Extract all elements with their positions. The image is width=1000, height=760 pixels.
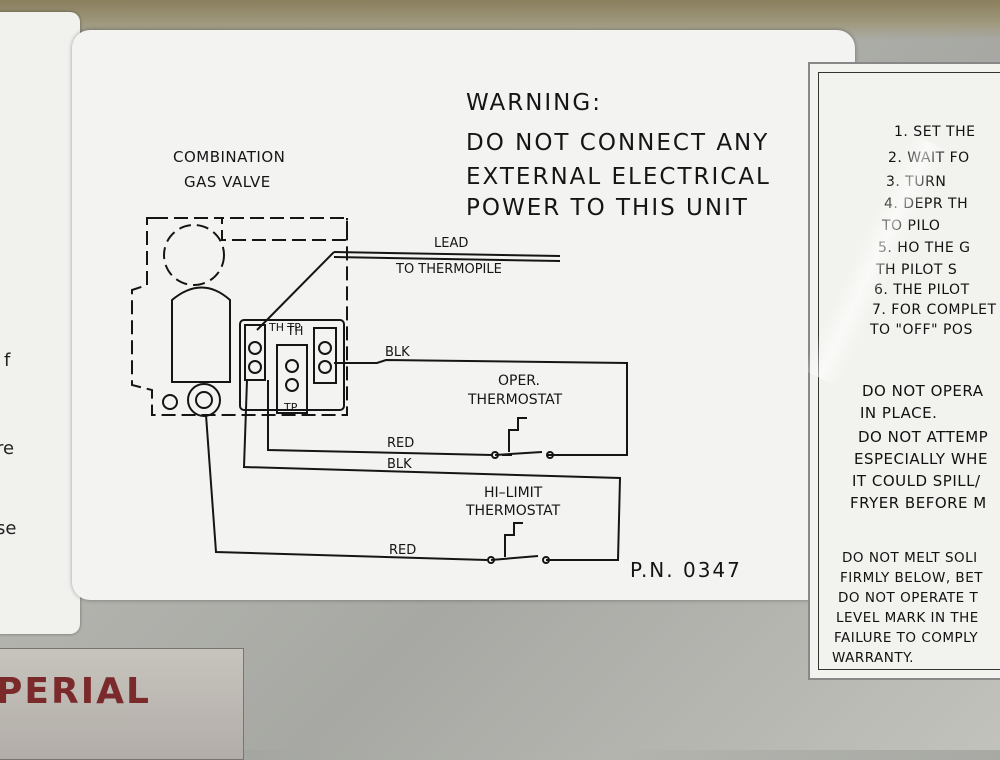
warning-line: POWER TO THIS UNIT [466,195,749,221]
warning-text: ESPECIALLY WHE [854,450,988,468]
warning-text: DO NOT MELT SOLI [842,550,978,566]
gas-valve-outline [131,217,348,417]
part-number: P.N. 0347 [630,558,742,582]
oper-thermostat-label: OPER. [498,373,540,389]
instruction-step: TH PILOT S [876,262,958,278]
hi-limit-label: HI–LIMIT [484,485,543,501]
wiring [205,358,628,564]
warning-text: DO NOT OPERA [862,382,984,400]
red-wire-label: RED [389,543,416,558]
left-label: f re se [0,12,80,634]
warning-line: DO NOT CONNECT ANY [466,130,769,156]
warning-text: WARRANTY. [832,650,914,666]
terminal-label-tp: TP [283,401,298,414]
wiring-diagram-label: WARNING: DO NOT CONNECT ANY EXTERNAL ELE… [72,30,855,600]
instruction-step: TO "OFF" POS [870,322,973,338]
brand-plate: PERIAL [0,648,244,760]
thermopile-label: TO THERMOPILE [395,262,502,277]
warning-text: FRYER BEFORE M [850,494,987,512]
instruction-step: 6. THE PILOT [874,282,970,298]
warning-text: LEVEL MARK IN THE [836,610,979,626]
valve-title: GAS VALVE [184,173,271,191]
warning-text: IT COULD SPILL/ [852,472,981,490]
warning-text: FIRMLY BELOW, BET [840,570,983,586]
left-label-fragment: re [0,438,15,459]
instruction-step: 7. FOR COMPLET [872,302,997,318]
terminal-label-th-tp: TH TP [268,321,301,334]
warning-text: IN PLACE. [860,404,938,422]
lead-label: LEAD [434,236,468,251]
instruction-step: 1. SET THE [894,124,976,140]
blk-wire-label: BLK [387,457,412,472]
warning-text: FAILURE TO COMPLY [834,630,979,646]
left-label-fragment: f [4,350,11,371]
blk-wire-label: BLK [385,345,410,360]
brand-text: PERIAL [0,671,151,712]
warning-line: EXTERNAL ELECTRICAL [466,164,771,190]
terminal-label-th: TH [286,324,303,338]
valve-title: COMBINATION [173,148,285,166]
warning-title: WARNING: [466,90,602,116]
oper-thermostat-label: THERMOSTAT [467,392,563,408]
thermopile-lead [256,251,561,331]
left-label-fragment: se [0,518,17,539]
hi-limit-label: THERMOSTAT [465,503,561,519]
wiring-diagram: WARNING: DO NOT CONNECT ANY EXTERNAL ELE… [131,90,771,582]
red-wire-label: RED [387,436,414,451]
warning-text: DO NOT OPERATE T [838,590,979,606]
warning-text: DO NOT ATTEMP [858,428,989,446]
